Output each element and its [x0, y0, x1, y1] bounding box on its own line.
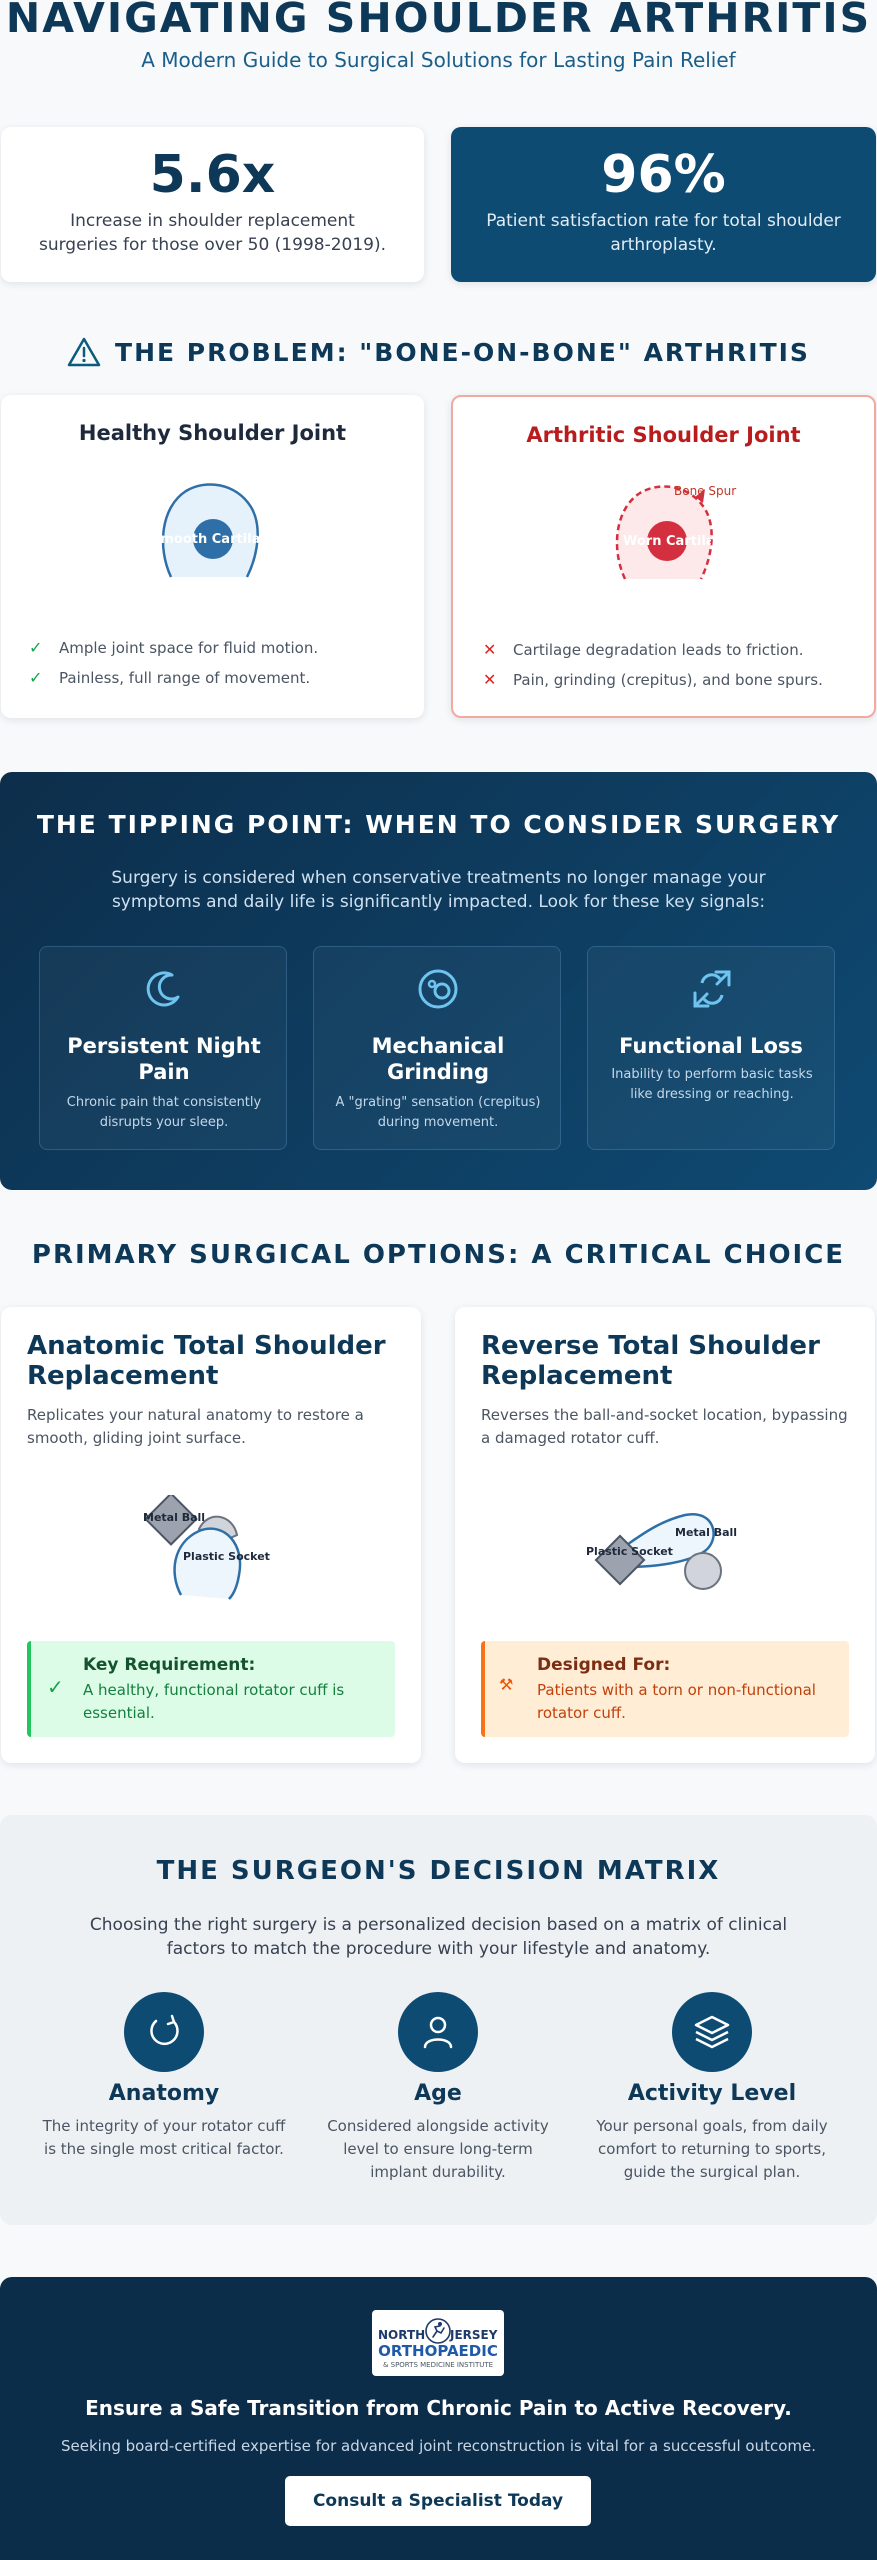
bullet-text: Ample joint space for fluid motion. [59, 638, 319, 657]
check-icon: ✓ [29, 668, 43, 687]
arthritic-joint-diagram [615, 485, 713, 580]
tipping-heading: THE TIPPING POINT: WHEN TO CONSIDER SURG… [36, 810, 841, 839]
x-icon: ✕ [483, 670, 497, 689]
options-heading: PRIMARY SURGICAL OPTIONS: A CRITICAL CHO… [31, 1240, 846, 1270]
bullet-text: Pain, grinding (crepitus), and bone spur… [513, 670, 823, 689]
consult-specialist-button[interactable]: Consult a Specialist Today [285, 2476, 591, 2526]
signal-card-functional-loss: Functional Loss Inability to perform bas… [587, 946, 835, 1150]
reverse-implant-diagram [594, 1512, 722, 1590]
factor-icon-circle [398, 1992, 478, 2072]
bullet-text: Painless, full range of movement. [59, 668, 311, 687]
socket-label: Plastic Socket [586, 1545, 673, 1558]
reverse-option-card: Reverse Total Shoulder Replacement Rever… [455, 1307, 875, 1763]
tool-icon: ⚒ [499, 1675, 514, 1694]
logo-north: NORTH [378, 2328, 426, 2342]
arthritic-diagram-label: Worn Cartilage [623, 534, 711, 549]
problem-heading-row: THE PROBLEM: "BONE-ON-BONE" ARTHRITIS [0, 334, 877, 370]
arthritic-joint-title: Arthritic Shoulder Joint [526, 423, 801, 447]
arthritic-bullet: ✕ Cartilage degradation leads to frictio… [483, 640, 804, 659]
tipping-point-panel [0, 772, 877, 1190]
healthy-joint-card: Healthy Shoulder Joint Smooth Cartilage … [1, 395, 424, 718]
signal-text: Inability to perform basic tasks like dr… [611, 1067, 813, 1102]
factor-text: Considered alongside activity level to e… [327, 2117, 549, 2181]
page-subtitle: A Modern Guide to Surgical Solutions for… [141, 48, 736, 72]
signal-title: Persistent Night Pain [67, 1034, 261, 1084]
requirement-label: Key Requirement: [83, 1655, 256, 1675]
designed-for-label: Designed For: [537, 1655, 671, 1675]
option-desc: Reverses the ball-and-socket location, b… [481, 1406, 848, 1447]
option-desc: Replicates your natural anatomy to resto… [27, 1406, 364, 1447]
problem-heading: THE PROBLEM: "BONE-ON-BONE" ARTHRITIS [115, 337, 810, 367]
signal-card-grinding: Mechanical Grinding A "grating" sensatio… [313, 946, 561, 1150]
factor-text: The integrity of your rotator cuff is th… [42, 2117, 286, 2158]
person-icon [423, 2016, 453, 2049]
x-icon: ✕ [483, 640, 497, 659]
check-icon: ✓ [29, 638, 43, 657]
expand-icon [693, 970, 731, 1008]
logo-institute: & SPORTS MEDICINE INSTITUTE [382, 2361, 494, 2369]
signal-text: Chronic pain that consistently disrupts … [66, 1095, 262, 1130]
requirement-box: ✓ Key Requirement: A healthy, functional… [27, 1641, 395, 1737]
footer-text: Seeking board-certified expertise for ad… [60, 2437, 817, 2455]
warning-icon [67, 337, 101, 367]
factor-title: Anatomy [108, 2081, 220, 2106]
anatomic-implant-diagram [144, 1495, 242, 1600]
healthy-joint-title: Healthy Shoulder Joint [78, 421, 347, 445]
stat-card-satisfaction: 96% Patient satisfaction rate for total … [451, 127, 876, 282]
signal-title: Mechanical Grinding [371, 1034, 505, 1084]
tipping-intro: Surgery is considered when conservative … [111, 868, 766, 912]
signal-text: A "grating" sensation (crepitus) during … [335, 1095, 541, 1130]
factor-icon-circle [672, 1992, 752, 2072]
stat-value: 96% [601, 145, 726, 205]
matrix-heading: THE SURGEON'S DECISION MATRIX [156, 1856, 721, 1886]
healthy-bullet: ✓ Ample joint space for fluid motion. [29, 638, 318, 657]
refresh-icon [150, 2014, 179, 2046]
factor-title: Activity Level [627, 2081, 797, 2106]
ball-label: Metal Ball [675, 1526, 738, 1539]
factor-title: Age [414, 2081, 462, 2106]
runner-logo-icon [425, 2318, 451, 2344]
logo-orthopaedic: ORTHOPAEDIC [378, 2342, 498, 2360]
logo-jersey: JERSEY [450, 2328, 498, 2342]
signal-card-night-pain: Persistent Night Pain Chronic pain that … [39, 946, 287, 1150]
option-title: Anatomic Total Shoulder Replacement [27, 1331, 386, 1391]
footer-headline: Ensure a Safe Transition from Chronic Pa… [85, 2396, 792, 2420]
ball-label: Metal Ball [143, 1511, 206, 1524]
healthy-diagram-label: Smooth Cartilage [151, 532, 275, 547]
healthy-bullet: ✓ Painless, full range of movement. [29, 668, 310, 687]
bullet-text: Cartilage degradation leads to friction. [513, 640, 804, 659]
check-icon: ✓ [47, 1675, 64, 1699]
layers-icon [694, 2015, 730, 2049]
clinic-logo: NORTH JERSEY ORTHOPAEDIC & SPORTS MEDICI… [372, 2310, 504, 2376]
stat-card-growth: 5.6x Increase in shoulder replacement su… [1, 127, 424, 282]
page-title: NAVIGATING SHOULDER ARTHRITIS [5, 0, 872, 42]
moon-icon [146, 971, 180, 1007]
factor-icon-circle [124, 1992, 204, 2072]
designed-for-box: ⚒ Designed For: Patients with a torn or … [481, 1641, 849, 1737]
signal-title: Functional Loss [619, 1034, 803, 1058]
stat-text: Increase in shoulder replacement surgeri… [38, 211, 387, 255]
factor-text: Your personal goals, from daily comfort … [596, 2117, 828, 2181]
designed-for-text: Patients with a torn or non-functional r… [537, 1681, 816, 1722]
healthy-joint-diagram [161, 483, 259, 578]
stat-value: 5.6x [149, 145, 276, 205]
requirement-text: A healthy, functional rotator cuff is es… [83, 1681, 345, 1722]
arthritic-bullet: ✕ Pain, grinding (crepitus), and bone sp… [483, 670, 823, 689]
option-title: Reverse Total Shoulder Replacement [481, 1331, 820, 1391]
spur-label: Bone Spur [674, 484, 737, 498]
socket-label: Plastic Socket [183, 1550, 270, 1563]
arthritic-joint-card: Arthritic Shoulder Joint Bone Spur Worn … [451, 395, 876, 718]
stat-text: Patient satisfaction rate for total shou… [486, 211, 841, 255]
anatomic-option-card: Anatomic Total Shoulder Replacement Repl… [1, 1307, 421, 1763]
grinding-icon [418, 969, 458, 1009]
matrix-intro: Choosing the right surgery is a personal… [89, 1915, 788, 1959]
